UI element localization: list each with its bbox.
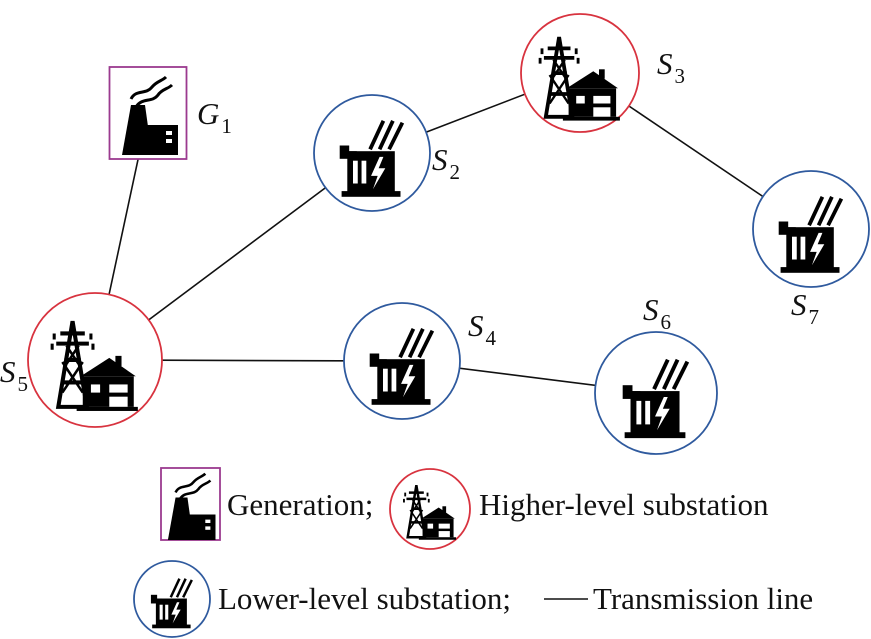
node-label-s4: S4 [468, 308, 497, 350]
legend-lower-level-symbol [133, 560, 211, 638]
node-s6: S6 [594, 292, 718, 455]
node-label-s6: S6 [643, 292, 671, 334]
node-s2: S2 [313, 94, 460, 212]
legend-generation-label: Generation; [227, 487, 373, 522]
legend: Generation; Higher-level substation Lowe… [133, 467, 813, 638]
legend-higher-level-label: Higher-level substation [479, 487, 769, 522]
node-label-g1: G1 [197, 96, 232, 138]
legend-higher-level-symbol [389, 468, 471, 550]
legend-lower-level-label: Lower-level substation; [218, 581, 511, 616]
node-s5: S5 [0, 292, 163, 428]
legend-transmission-line-label: Transmission line [593, 581, 813, 616]
node-s3: S3 [520, 13, 685, 133]
node-label-s7: S7 [791, 287, 819, 329]
node-label-s3: S3 [657, 46, 685, 88]
node-g1: G1 [108, 66, 232, 160]
node-s4: S4 [343, 302, 497, 420]
node-label-s2: S2 [432, 142, 460, 184]
node-s7: S7 [752, 170, 870, 329]
legend-generation-symbol [160, 467, 221, 542]
node-label-s5: S5 [0, 354, 28, 396]
